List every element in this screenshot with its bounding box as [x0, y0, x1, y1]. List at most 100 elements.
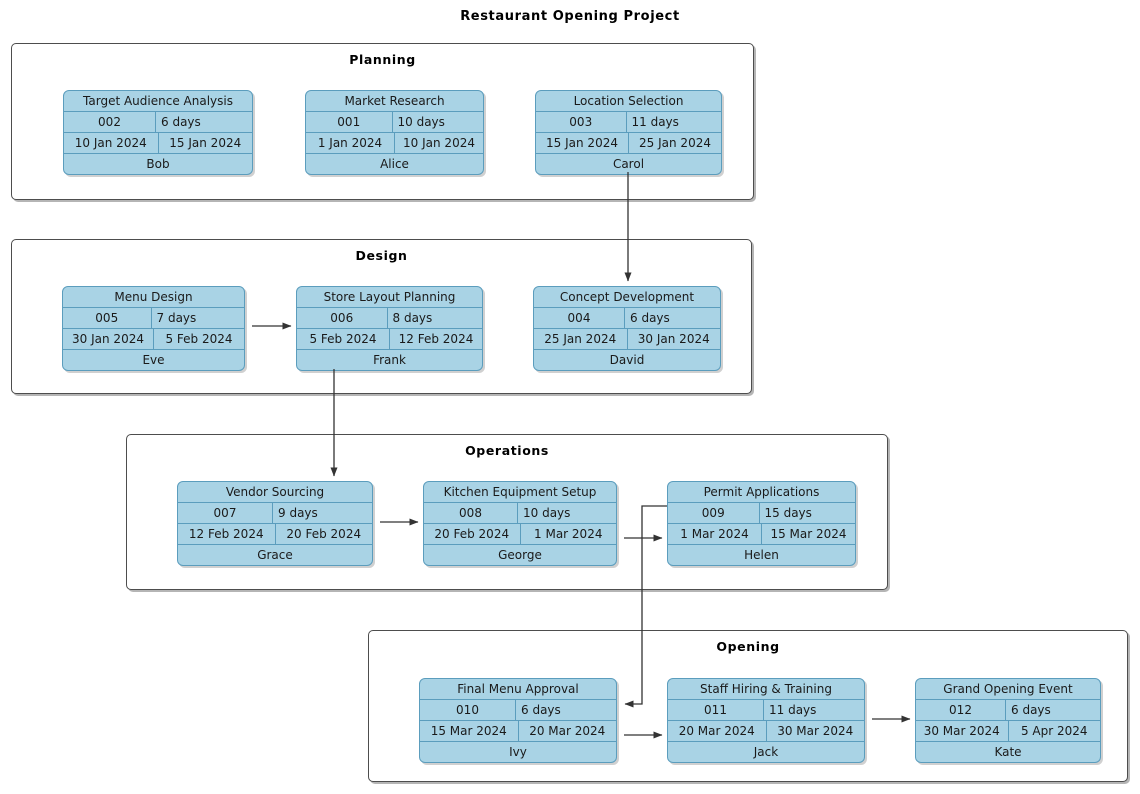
task-name: Vendor Sourcing [225, 485, 325, 499]
task-end-date: 15 Jan 2024 [157, 133, 253, 153]
task-end-date: 1 Mar 2024 [519, 524, 617, 544]
task-id-duration-row: 011 11 days [668, 699, 864, 720]
group-title-planning: Planning [349, 52, 416, 67]
task-id: 002 [98, 115, 121, 129]
task-id-duration-row: 002 6 days [64, 111, 252, 132]
task-name: Market Research [344, 94, 445, 108]
task-id: 009 [701, 506, 725, 520]
task-owner-row: Frank [297, 349, 482, 370]
task-card-permit-applications[interactable]: Permit Applications 009 15 days 1 Mar 20… [667, 481, 856, 566]
task-dates-row: 25 Jan 2024 30 Jan 2024 [534, 328, 720, 349]
task-name-row: Market Research [306, 91, 483, 111]
task-dates-row: 10 Jan 2024 15 Jan 2024 [64, 132, 252, 153]
task-name-row: Final Menu Approval [420, 679, 616, 699]
task-card-concept-development[interactable]: Concept Development 004 6 days 25 Jan 20… [533, 286, 721, 371]
task-owner: Carol [612, 157, 645, 171]
task-end-date: 30 Jan 2024 [626, 329, 721, 349]
task-owner: Grace [257, 548, 293, 562]
task-owner: Jack [753, 745, 779, 759]
task-dates-row: 30 Jan 2024 5 Feb 2024 [63, 328, 244, 349]
task-name-row: Grand Opening Event [916, 679, 1100, 699]
task-start-date: 1 Jan 2024 [317, 136, 383, 150]
task-id-duration-row: 009 15 days [668, 502, 855, 523]
task-id: 012 [949, 703, 972, 717]
task-duration: 6 days [1005, 700, 1100, 720]
task-owner: Eve [142, 353, 165, 367]
task-owner-row: Bob [64, 153, 252, 174]
task-end-date: 20 Feb 2024 [274, 524, 373, 544]
task-owner: Helen [744, 548, 779, 562]
task-start-date: 5 Feb 2024 [309, 332, 377, 346]
task-name: Final Menu Approval [457, 682, 579, 696]
task-duration: 15 days [758, 503, 856, 523]
task-duration: 6 days [155, 112, 252, 132]
task-dates-row: 15 Jan 2024 25 Jan 2024 [536, 132, 721, 153]
task-card-vendor-sourcing[interactable]: Vendor Sourcing 007 9 days 12 Feb 2024 2… [177, 481, 373, 566]
task-id: 006 [330, 311, 354, 325]
task-dates-row: 1 Jan 2024 10 Jan 2024 [306, 132, 483, 153]
group-title-operations: Operations [465, 443, 549, 458]
task-dates-row: 30 Mar 2024 5 Apr 2024 [916, 720, 1100, 741]
task-card-kitchen-equipment-setup[interactable]: Kitchen Equipment Setup 008 10 days 20 F… [423, 481, 617, 566]
task-name: Staff Hiring & Training [700, 682, 832, 696]
task-name: Kitchen Equipment Setup [443, 485, 597, 499]
task-id-duration-row: 004 6 days [534, 307, 720, 328]
task-id-duration-row: 012 6 days [916, 699, 1100, 720]
task-owner: Bob [146, 157, 170, 171]
task-name-row: Menu Design [63, 287, 244, 307]
task-name-row: Location Selection [536, 91, 721, 111]
task-owner: Kate [994, 745, 1022, 759]
task-end-date: 15 Mar 2024 [761, 524, 855, 544]
task-duration: 9 days [272, 503, 372, 523]
task-owner: Frank [373, 353, 406, 367]
task-end-date: 25 Jan 2024 [628, 133, 721, 153]
task-start-date: 15 Mar 2024 [430, 724, 507, 738]
group-title-design: Design [355, 248, 408, 263]
task-name: Menu Design [114, 290, 193, 304]
task-card-market-research[interactable]: Market Research 001 10 days 1 Jan 2024 1… [305, 90, 484, 175]
task-card-grand-opening-event[interactable]: Grand Opening Event 012 6 days 30 Mar 20… [915, 678, 1101, 763]
task-name-row: Kitchen Equipment Setup [424, 482, 616, 502]
task-duration: 6 days [515, 700, 616, 720]
task-id-duration-row: 005 7 days [63, 307, 244, 328]
task-dates-row: 20 Feb 2024 1 Mar 2024 [424, 523, 616, 544]
task-card-location-selection[interactable]: Location Selection 003 11 days 15 Jan 20… [535, 90, 722, 175]
task-id-duration-row: 006 8 days [297, 307, 482, 328]
task-owner-row: Grace [178, 544, 372, 565]
task-card-final-menu-approval[interactable]: Final Menu Approval 010 6 days 15 Mar 20… [419, 678, 617, 763]
page-title: Restaurant Opening Project [460, 9, 680, 24]
group-title-opening: Opening [716, 639, 780, 654]
task-id-duration-row: 003 11 days [536, 111, 721, 132]
task-name: Permit Applications [703, 485, 820, 499]
task-name-row: Vendor Sourcing [178, 482, 372, 502]
task-owner: David [609, 353, 645, 367]
task-duration: 7 days [150, 308, 245, 328]
task-name-row: Permit Applications [668, 482, 855, 502]
task-start-date: 12 Feb 2024 [188, 527, 264, 541]
task-owner-row: Ivy [420, 741, 616, 762]
task-duration: 6 days [624, 308, 720, 328]
task-id: 003 [569, 115, 593, 129]
task-card-store-layout-planning[interactable]: Store Layout Planning 006 8 days 5 Feb 2… [296, 286, 483, 371]
task-end-date: 10 Jan 2024 [394, 133, 483, 153]
task-id-duration-row: 010 6 days [420, 699, 616, 720]
task-end-date: 30 Mar 2024 [765, 721, 865, 741]
task-card-target-audience-analysis[interactable]: Target Audience Analysis 002 6 days 10 J… [63, 90, 253, 175]
task-name: Store Layout Planning [323, 290, 456, 304]
task-start-date: 30 Mar 2024 [923, 724, 1000, 738]
task-name-row: Store Layout Planning [297, 287, 482, 307]
task-id: 001 [337, 115, 361, 129]
task-owner-row: Kate [916, 741, 1100, 762]
task-start-date: 20 Mar 2024 [678, 724, 755, 738]
task-card-staff-hiring-and-training[interactable]: Staff Hiring & Training 011 11 days 20 M… [667, 678, 865, 763]
task-name-row: Target Audience Analysis [64, 91, 252, 111]
task-name-row: Staff Hiring & Training [668, 679, 864, 699]
task-id: 010 [456, 703, 479, 717]
task-owner: Alice [380, 157, 409, 171]
task-start-date: 30 Jan 2024 [72, 332, 144, 346]
task-start-date: 15 Jan 2024 [546, 136, 618, 150]
task-name: Target Audience Analysis [83, 94, 233, 108]
task-card-menu-design[interactable]: Menu Design 005 7 days 30 Jan 2024 5 Feb… [62, 286, 245, 371]
task-dates-row: 1 Mar 2024 15 Mar 2024 [668, 523, 855, 544]
